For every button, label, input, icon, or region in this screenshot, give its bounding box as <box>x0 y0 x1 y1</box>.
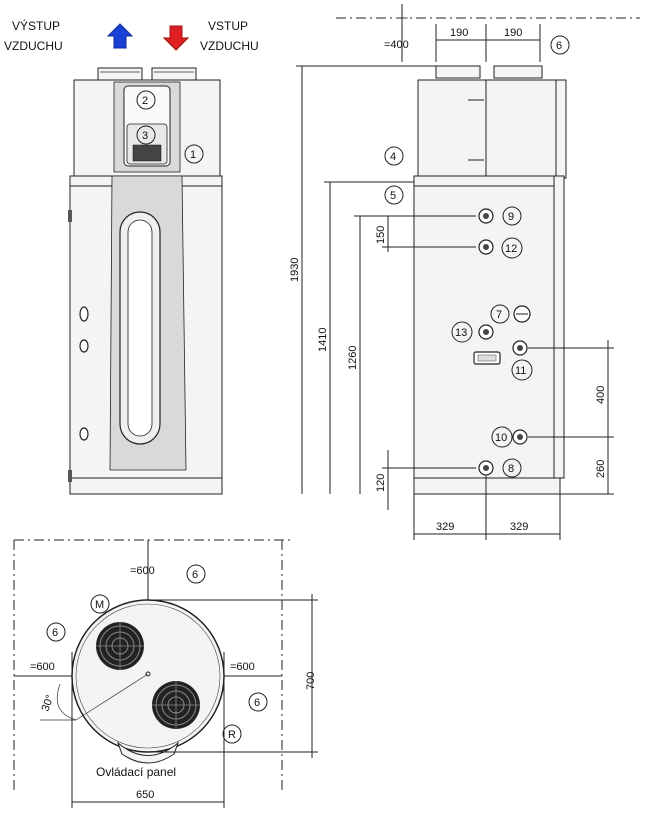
svg-text:11: 11 <box>515 365 526 377</box>
air-inlet-label-2: VZDUCHU <box>200 39 259 53</box>
svg-text:1: 1 <box>190 149 196 161</box>
callout-10: 10 <box>491 426 513 448</box>
svg-text:329: 329 <box>510 521 528 533</box>
svg-text:6: 6 <box>556 40 562 52</box>
svg-text:400: 400 <box>595 386 607 404</box>
svg-text:150: 150 <box>375 226 387 244</box>
svg-text:120: 120 <box>375 474 387 492</box>
svg-text:=400: =400 <box>384 39 409 51</box>
air-outlet-label-1: VÝSTUP <box>12 18 60 33</box>
svg-text:260: 260 <box>595 460 607 478</box>
callout-3: 3 <box>136 125 156 145</box>
svg-text:1410: 1410 <box>317 328 329 352</box>
callout-7: 7 <box>490 304 510 324</box>
callout-8: 8 <box>502 458 522 478</box>
air-outlet-arrow-icon <box>106 23 134 49</box>
clearance-top: =600 <box>130 565 155 577</box>
callout-1: 1 <box>184 144 204 164</box>
control-panel-label: Ovládací panel <box>96 765 176 779</box>
callout-12: 12 <box>501 237 523 259</box>
callout-6-plan-top: 6 <box>186 564 206 584</box>
clearance-left: =600 <box>30 661 55 673</box>
svg-text:12: 12 <box>505 243 517 255</box>
side-view <box>336 17 640 495</box>
svg-text:1930: 1930 <box>289 258 301 282</box>
callout-2: 2 <box>136 90 156 110</box>
svg-text:6: 6 <box>52 627 58 639</box>
air-outlet-label-2: VZDUCHU <box>4 39 63 53</box>
svg-text:10: 10 <box>495 432 507 444</box>
callout-r: R <box>222 724 242 744</box>
air-inlet-label-1: VSTUP <box>208 19 248 33</box>
svg-text:5: 5 <box>390 190 396 202</box>
svg-text:13: 13 <box>455 327 467 339</box>
callout-5: 5 <box>384 185 404 205</box>
svg-text:2: 2 <box>142 95 148 107</box>
svg-text:9: 9 <box>508 211 514 223</box>
callout-13: 13 <box>451 321 473 343</box>
svg-text:329: 329 <box>436 521 454 533</box>
callout-m: M <box>90 594 110 614</box>
air-inlet-arrow-icon <box>162 25 190 51</box>
clearance-right: =600 <box>230 661 255 673</box>
front-view <box>68 67 223 495</box>
svg-text:7: 7 <box>496 309 502 321</box>
svg-text:190: 190 <box>450 27 468 39</box>
svg-text:M: M <box>95 599 104 611</box>
svg-text:1260: 1260 <box>347 346 359 370</box>
svg-text:6: 6 <box>254 697 260 709</box>
svg-text:700: 700 <box>305 672 317 690</box>
plan-view: 700 <box>13 539 318 808</box>
callout-4: 4 <box>384 146 404 166</box>
svg-text:4: 4 <box>390 151 396 163</box>
angle-label: 30° <box>40 693 57 713</box>
callout-6-plan-left: 6 <box>46 622 66 642</box>
callout-9: 9 <box>502 206 522 226</box>
callout-6-plan-right: 6 <box>248 692 268 712</box>
svg-text:6: 6 <box>192 569 198 581</box>
side-dimensions: =400 190 190 1930 1410 1260 150 120 400 … <box>289 4 614 540</box>
svg-text:190: 190 <box>504 27 522 39</box>
callout-11: 11 <box>511 359 533 381</box>
svg-text:3: 3 <box>142 130 148 142</box>
callout-6-top: 6 <box>550 35 570 55</box>
svg-text:R: R <box>228 729 236 741</box>
plan-width-label: 650 <box>136 789 154 801</box>
svg-text:8: 8 <box>508 463 514 475</box>
